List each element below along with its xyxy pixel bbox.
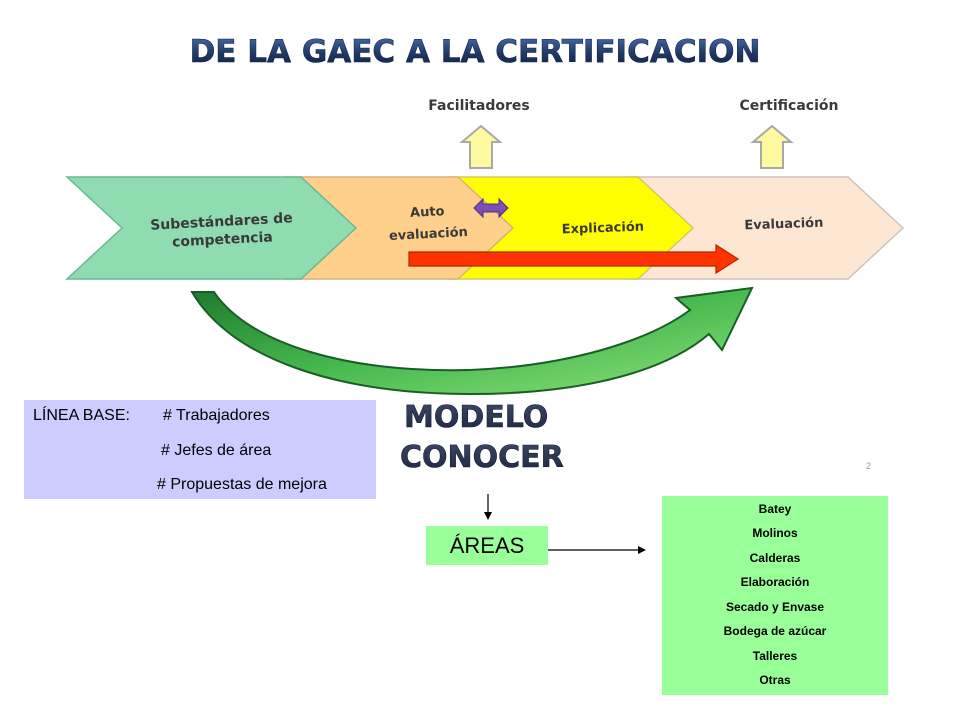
linea-base-item-jefes: # Jefes de área (161, 442, 272, 459)
stage-shape-subestandares (65, 176, 358, 280)
area-item: Otras (759, 673, 791, 687)
stage-label-evaluacion: Evaluación (744, 216, 823, 234)
area-item: Calderas (749, 551, 801, 565)
red-arrow (408, 243, 740, 275)
curved-green-arrow (190, 286, 754, 396)
certificacion-label: Certificación (740, 98, 839, 114)
double-arrow-purple (473, 197, 509, 219)
areas-box: ÁREAS (426, 526, 548, 565)
facilitadores-label: Facilitadores (428, 98, 529, 114)
linea-base-label: LÍNEA BASE: (33, 407, 130, 424)
area-item: Batey (758, 502, 792, 516)
up-arrow-facilitadores (459, 124, 503, 169)
stage-label-subestandares-2: competencia (172, 229, 273, 250)
stage-label-auto-1: Auto (410, 204, 445, 221)
linea-base-item-propuestas: # Propuestas de mejora (157, 476, 327, 493)
area-item: Bodega de azúcar (723, 624, 827, 638)
area-item: Molinos (752, 526, 798, 540)
linea-base-box: LÍNEA BASE: # Trabajadores # Jefes de ár… (24, 400, 376, 499)
linea-base-item-trabajadores: # Trabajadores (163, 407, 270, 424)
stage-label-explicacion: Explicación (561, 220, 644, 238)
stage-label-auto-2: evaluación (389, 225, 469, 244)
area-item: Elaboración (740, 575, 810, 589)
down-arrow-to-areas (484, 494, 492, 520)
area-item: Secado y Envase (725, 600, 825, 614)
diagram-title: DE LA GAEC A LA CERTIFICACION (190, 34, 761, 70)
areas-list-box: Batey Molinos Calderas Elaboración Secad… (662, 496, 888, 695)
model-label-line1: MODELO (404, 400, 548, 435)
model-label-line2: CONOCER (400, 440, 564, 475)
stage-label-subestandares-1: Subestándares de (150, 210, 293, 233)
up-arrow-certificacion (750, 124, 794, 169)
page-number: 2 (866, 461, 872, 471)
right-arrow-to-list (548, 546, 646, 554)
area-item: Talleres (752, 649, 798, 663)
